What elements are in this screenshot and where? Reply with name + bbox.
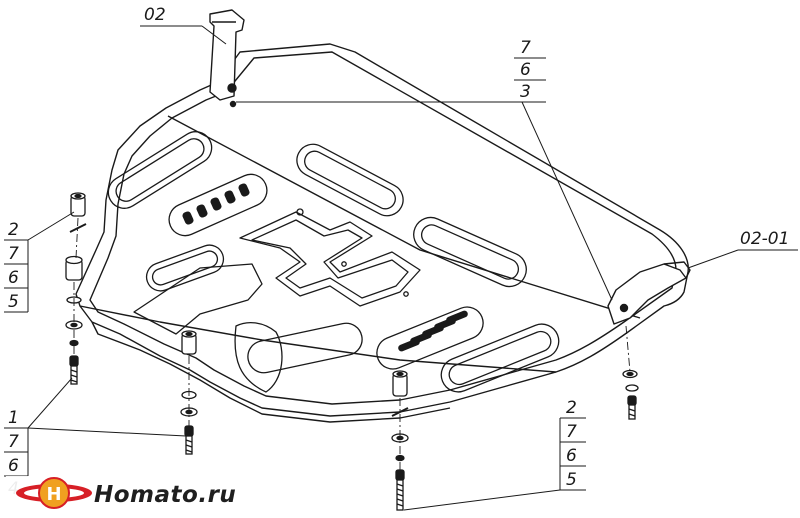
fastener-left-upper	[69, 192, 87, 233]
assembly-axes	[73, 217, 631, 470]
logo-wordmark: Homato.ru	[94, 482, 236, 508]
plate-flange	[89, 51, 677, 405]
skid-plate	[75, 43, 689, 423]
plate-front-edge	[79, 305, 557, 373]
fastener-right	[391, 370, 409, 511]
fastener-center	[180, 330, 198, 455]
logo-mark-letter: H	[46, 484, 61, 505]
label-l-0: 2	[8, 220, 19, 240]
bracket-02-hole	[227, 83, 237, 93]
bracket-02	[209, 9, 245, 108]
rib-slot-5	[247, 322, 363, 374]
logo-mark-icon: H	[16, 477, 92, 509]
heat-cover	[133, 263, 283, 393]
label-br-0: 2	[566, 398, 577, 418]
brand-logo: H Homato.ru	[6, 476, 238, 512]
rib-slot-1	[107, 131, 213, 209]
center-emboss	[239, 208, 421, 307]
label-bl-0: 1	[8, 408, 19, 428]
rib-slot-2	[296, 143, 404, 217]
label-02: 02	[144, 5, 166, 25]
label-l-3: 5	[8, 292, 19, 312]
label-tr-2: 3	[520, 82, 531, 102]
plate-outline	[75, 43, 689, 417]
vent-panel-right	[376, 306, 484, 370]
bracket-02-01-hole	[619, 303, 629, 313]
label-l-1: 7	[8, 244, 19, 264]
plate-ridge	[167, 115, 641, 319]
front-lip	[91, 321, 451, 423]
label-tr-0: 7	[520, 38, 531, 58]
louvres	[182, 183, 468, 352]
label-br-3: 5	[566, 470, 577, 490]
rib-slot-4	[440, 323, 560, 393]
label-tr-1: 6	[520, 60, 531, 80]
fastener-far-right	[622, 369, 639, 420]
label-l-2: 6	[8, 268, 19, 288]
label-br-1: 7	[566, 422, 577, 442]
part-labels: 02 02-01 7 6 3 2 7 6 5 1 7 6 4 2 7 6 5	[8, 5, 789, 499]
label-bl-1: 7	[8, 432, 19, 452]
label-br-2: 6	[566, 446, 577, 466]
vent-panel-left	[168, 173, 268, 237]
rib-slot-3	[413, 216, 527, 288]
bracket-02-01	[607, 261, 691, 325]
label-bl-2: 6	[8, 456, 19, 476]
leader-lines	[4, 25, 798, 511]
rib-slot-6	[145, 244, 225, 292]
rib-slots	[107, 131, 560, 393]
label-02-01: 02-01	[740, 229, 789, 249]
